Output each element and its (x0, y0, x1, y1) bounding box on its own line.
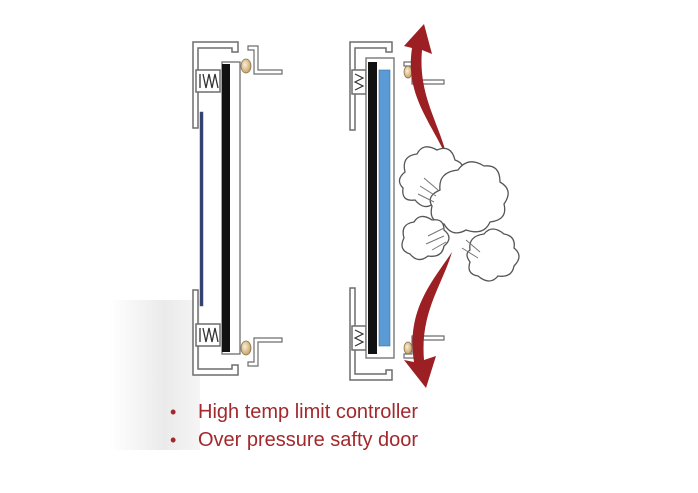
closed-door-assembly (192, 41, 283, 376)
list-item-text: High temp limit controller (198, 401, 419, 423)
open-door-assembly (349, 24, 520, 388)
bolt-icon (240, 340, 252, 356)
window-pane (378, 69, 391, 347)
door-core (222, 64, 230, 352)
list-item: • High temp limit controller (170, 398, 418, 426)
spring-icon (199, 327, 219, 343)
spring-icon (353, 73, 365, 91)
spring-icon (353, 329, 365, 347)
bolt-icon (403, 65, 413, 79)
bolt-icon (403, 341, 413, 355)
pressure-door-diagram (192, 24, 520, 388)
clamp-bottom (247, 337, 283, 367)
door-core (368, 62, 377, 354)
curved-arrow-icon (404, 24, 448, 160)
bullet-icon: • (170, 402, 177, 422)
list-item-text: Over pressure safty door (198, 429, 419, 451)
window-pane (199, 111, 204, 307)
blast-streaks (417, 177, 481, 259)
explosion-cloud-icon (398, 146, 520, 282)
bolt-icon (240, 58, 252, 74)
curved-arrow-icon (404, 252, 452, 388)
bullet-icon: • (170, 430, 177, 450)
background-shading (110, 300, 200, 450)
clamp-top (247, 45, 283, 75)
feature-list: • High temp limit controller • Over pressu… (170, 398, 418, 454)
spring-icon (199, 73, 219, 89)
list-item: • Over pressure safty door (170, 426, 418, 454)
